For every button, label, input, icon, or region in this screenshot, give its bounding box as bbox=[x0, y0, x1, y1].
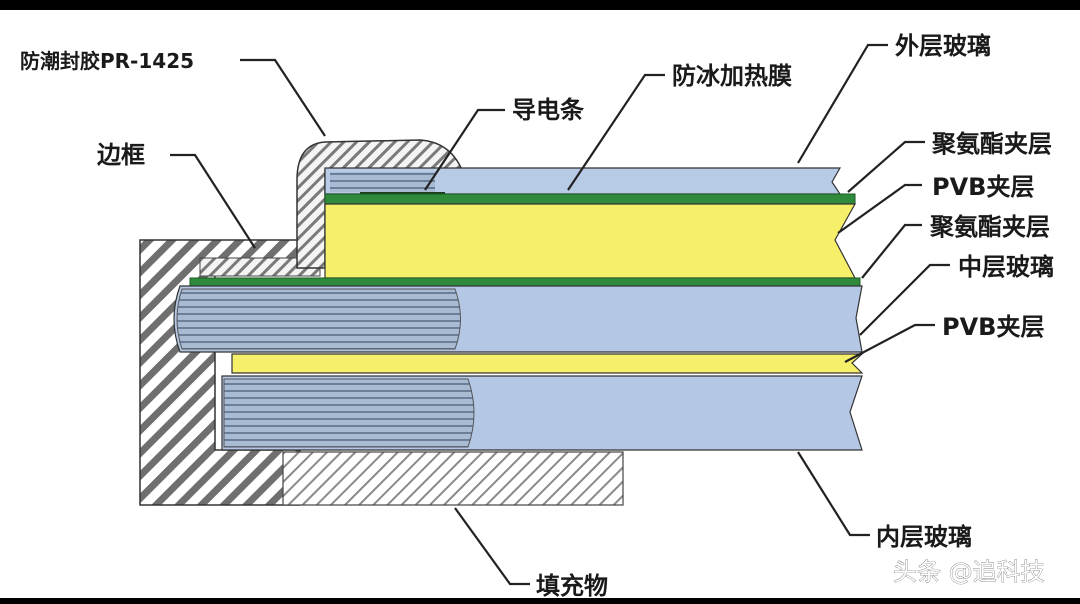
label-heating-film: 防冰加热膜 bbox=[672, 62, 792, 90]
watermark-text: 头条 @追科技 bbox=[893, 558, 1045, 586]
leader-inner-glass bbox=[797, 451, 870, 537]
inner-glass-edge-stripes bbox=[223, 378, 475, 448]
label-frame: 边框 bbox=[97, 141, 145, 169]
label-pu-layer-1: 聚氨酯夹层 bbox=[931, 130, 1052, 158]
leader-sealant bbox=[240, 58, 326, 137]
filler-block bbox=[282, 451, 624, 506]
label-outer-glass: 外层玻璃 bbox=[895, 32, 991, 60]
label-inner-glass: 内层玻璃 bbox=[876, 523, 972, 551]
top-black-bar bbox=[0, 0, 1080, 10]
leader-middle-glass bbox=[859, 263, 950, 336]
label-pu-layer-2: 聚氨酯夹层 bbox=[929, 213, 1050, 241]
label-filler: 填充物 bbox=[536, 572, 608, 598]
middle-glass-edge-stripes bbox=[176, 288, 461, 350]
heating-film-layer bbox=[324, 193, 856, 205]
bottom-black-bar bbox=[0, 598, 1080, 604]
leader-conductive-strip bbox=[424, 108, 505, 191]
label-pvb-layer-1: PVB夹层 bbox=[932, 173, 1034, 201]
leader-pu-2 bbox=[861, 223, 922, 279]
leader-lines bbox=[170, 43, 950, 586]
label-pvb-layer-2: PVB夹层 bbox=[942, 313, 1044, 341]
label-conductive-strip: 导电条 bbox=[512, 96, 585, 124]
leader-pu-1 bbox=[847, 140, 925, 193]
pvb-interlayer-thin bbox=[231, 353, 864, 374]
laminated-glass-cross-section-diagram: 防潮封胶PR-1425 边框 导电条 防冰加热膜 外层玻璃 聚氨酯夹层 PVB夹… bbox=[20, 32, 1054, 598]
outer-glass-edge-stripes bbox=[330, 172, 435, 192]
pvb-interlayer-thick bbox=[324, 203, 857, 279]
polyurethane-interlayer-2 bbox=[189, 277, 861, 287]
leader-heating-film bbox=[567, 73, 665, 191]
label-middle-glass: 中层玻璃 bbox=[958, 253, 1054, 281]
leader-pvb-1 bbox=[837, 183, 922, 234]
leader-frame bbox=[170, 153, 256, 249]
leader-outer-glass bbox=[797, 43, 888, 164]
leader-pvb-2 bbox=[844, 323, 935, 363]
leader-filler bbox=[454, 507, 530, 586]
diagram-canvas: 防潮封胶PR-1425 边框 导电条 防冰加热膜 外层玻璃 聚氨酯夹层 PVB夹… bbox=[0, 10, 1080, 598]
outer-glass-layer bbox=[324, 167, 842, 195]
label-sealant: 防潮封胶PR-1425 bbox=[20, 49, 194, 73]
